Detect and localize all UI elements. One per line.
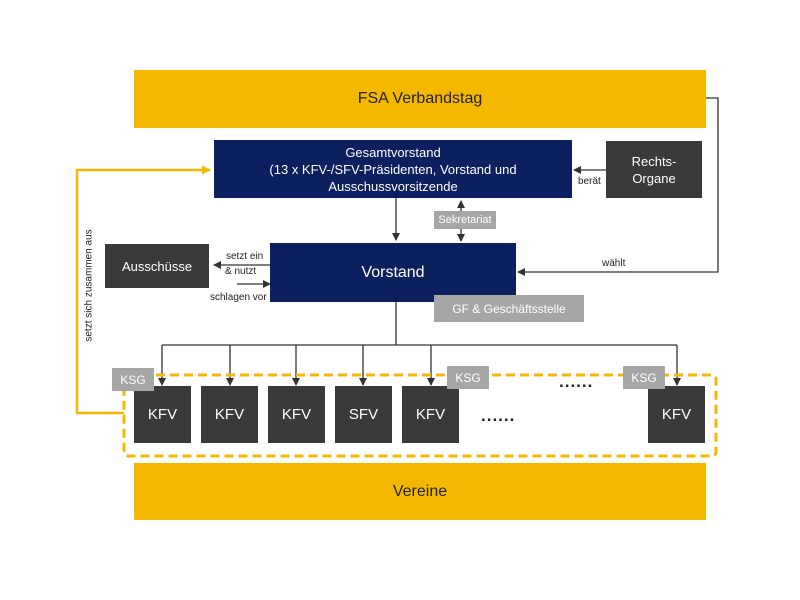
vorstand-label: Vorstand [361,263,425,281]
ksg-tag-1: KSG [112,368,154,391]
verbandstag-bar: FSA Verbandstag [134,70,706,128]
waehlt-arrow [517,97,719,276]
ausschuesse-label: Ausschüsse [121,258,193,274]
schlagen-vor-label: schlagen vor [210,292,267,303]
beraet-label: berät [578,176,601,187]
unit-label: KFV [415,406,446,423]
unit-label: KFV [661,406,692,423]
ksg-tag-3: KSG [623,366,665,389]
gf-label: GF & Geschäftsstelle [452,301,566,316]
setzt-zusammen-label: setzt sich zusammen aus [83,229,95,342]
rechtsorgane-line1: Rechts- [631,153,677,169]
nutzt-label: & nutzt [225,266,257,277]
gf-box: GF & Geschäftsstelle [434,295,584,322]
gesamtvorstand-title: Gesamtvorstand [345,144,441,160]
kreis-dashed-frame [122,373,718,458]
gesamtvorstand-line3: Ausschussvorsitzende [328,178,458,194]
unit-label: KFV [147,406,178,423]
unit-sfv: SFV [335,386,392,443]
ksg-tag-2: KSG [447,366,489,389]
vorstand-box: Vorstand [270,243,516,302]
unit-label: SFV [348,406,379,423]
rechtsorgane-box: Rechts- Organe [606,141,702,198]
unit-kfv-3: KFV [268,386,325,443]
unit-kfv-5: KFV [648,386,705,443]
vereine-label: Vereine [392,482,448,500]
ellipsis-top: ...... [559,372,594,391]
setzt-ein-label: setzt ein [226,251,264,262]
unit-label: KFV [214,406,245,423]
verbandstag-label: FSA Verbandstag [357,90,483,107]
waehlt-label: wählt [602,258,626,269]
unit-kfv-4: KFV [402,386,459,443]
sekretariat-box: Sekretariat [434,211,496,229]
gesamtvorstand-line2: (13 x KFV-/SFV-Präsidenten, Vorstand und [269,161,517,177]
sekretariat-label: Sekretariat [438,214,492,226]
vereine-bar: Vereine [134,463,706,520]
ellipsis-bottom: ...... [481,406,516,425]
unit-kfv-2: KFV [201,386,258,443]
ksg-label: KSG [455,370,481,385]
ksg-label: KSG [120,372,146,387]
ausschuesse-box: Ausschüsse [105,244,209,288]
gesamtvorstand-box: Gesamtvorstand (13 x KFV-/SFV-Präsidente… [214,140,572,198]
unit-label: KFV [281,406,312,423]
setzt-zusammen-arrow [75,165,211,415]
unit-kfv-1: KFV [134,386,191,443]
rechtsorgane-line2: Organe [632,170,676,186]
ksg-label: KSG [631,370,657,385]
